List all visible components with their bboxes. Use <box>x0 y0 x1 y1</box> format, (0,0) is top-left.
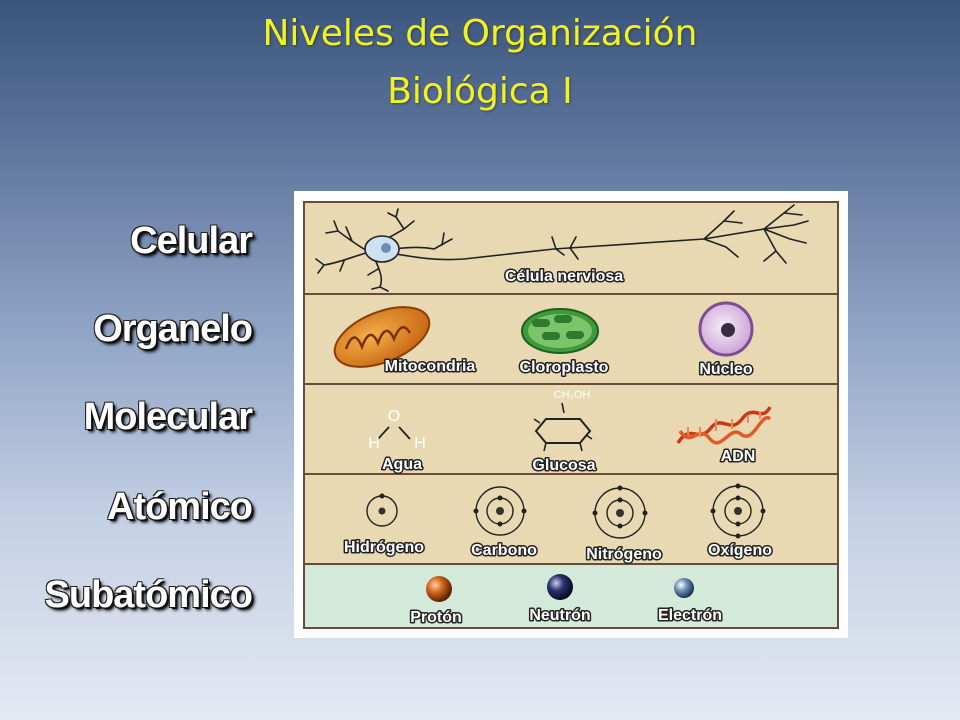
glucose-molecule-illustration: CH₂OH <box>533 389 593 452</box>
level-label-celular: Celular <box>130 220 253 262</box>
slide-title-line1: Niveles de Organización <box>262 13 698 54</box>
level-label-atomico: Atómico <box>107 486 253 528</box>
slide-title-line2: Biológica I <box>387 71 573 112</box>
label-carbono: Carbono <box>471 542 537 559</box>
label-electron: Electrón <box>658 607 722 624</box>
mitochondria-illustration <box>333 306 431 368</box>
neuron-soma <box>364 235 400 263</box>
water-h1-symbol: H <box>368 435 380 452</box>
water-h2-symbol: H <box>414 435 426 452</box>
hydrogen-atom-illustration <box>366 493 398 527</box>
glucose-group-label: CH₂OH <box>554 389 591 401</box>
water-molecule-illustration: O H H <box>368 408 426 452</box>
label-nucleo: Núcleo <box>699 361 753 378</box>
level-label-organelo: Organelo <box>93 308 253 350</box>
label-agua: Agua <box>382 456 422 473</box>
label-proton: Protón <box>410 609 462 626</box>
neutron-sphere <box>547 574 573 600</box>
label-neutron: Neutrón <box>529 607 590 624</box>
level-label-subatomico: Subatómico <box>44 574 253 616</box>
chloroplast-illustration <box>521 308 599 354</box>
label-hidrogeno: Hidrógeno <box>344 539 424 556</box>
nucleus-illustration <box>698 301 754 357</box>
label-nitrogeno: Nitrógeno <box>586 546 662 563</box>
nitrogen-atom-illustration <box>592 485 648 539</box>
proton-sphere <box>426 576 452 602</box>
water-o-symbol: O <box>388 408 400 425</box>
band-molecular <box>303 383 839 475</box>
oxygen-atom-illustration <box>710 483 766 539</box>
label-cloroplasto: Cloroplasto <box>520 359 609 376</box>
electron-sphere <box>674 578 694 598</box>
carbon-atom-illustration <box>473 486 527 536</box>
label-adn: ADN <box>721 448 756 465</box>
organization-levels-diagram: Célula nerviosa Mitocondria Cloroplasto … <box>294 191 848 638</box>
band-subatomico <box>303 563 839 629</box>
label-oxigeno: Oxígeno <box>708 542 772 559</box>
label-mitocondria: Mitocondria <box>385 358 476 375</box>
label-celula-nerviosa: Célula nerviosa <box>505 268 623 285</box>
dna-helix-illustration <box>676 406 772 445</box>
level-label-molecular: Molecular <box>83 396 253 438</box>
label-glucosa: Glucosa <box>532 457 595 474</box>
